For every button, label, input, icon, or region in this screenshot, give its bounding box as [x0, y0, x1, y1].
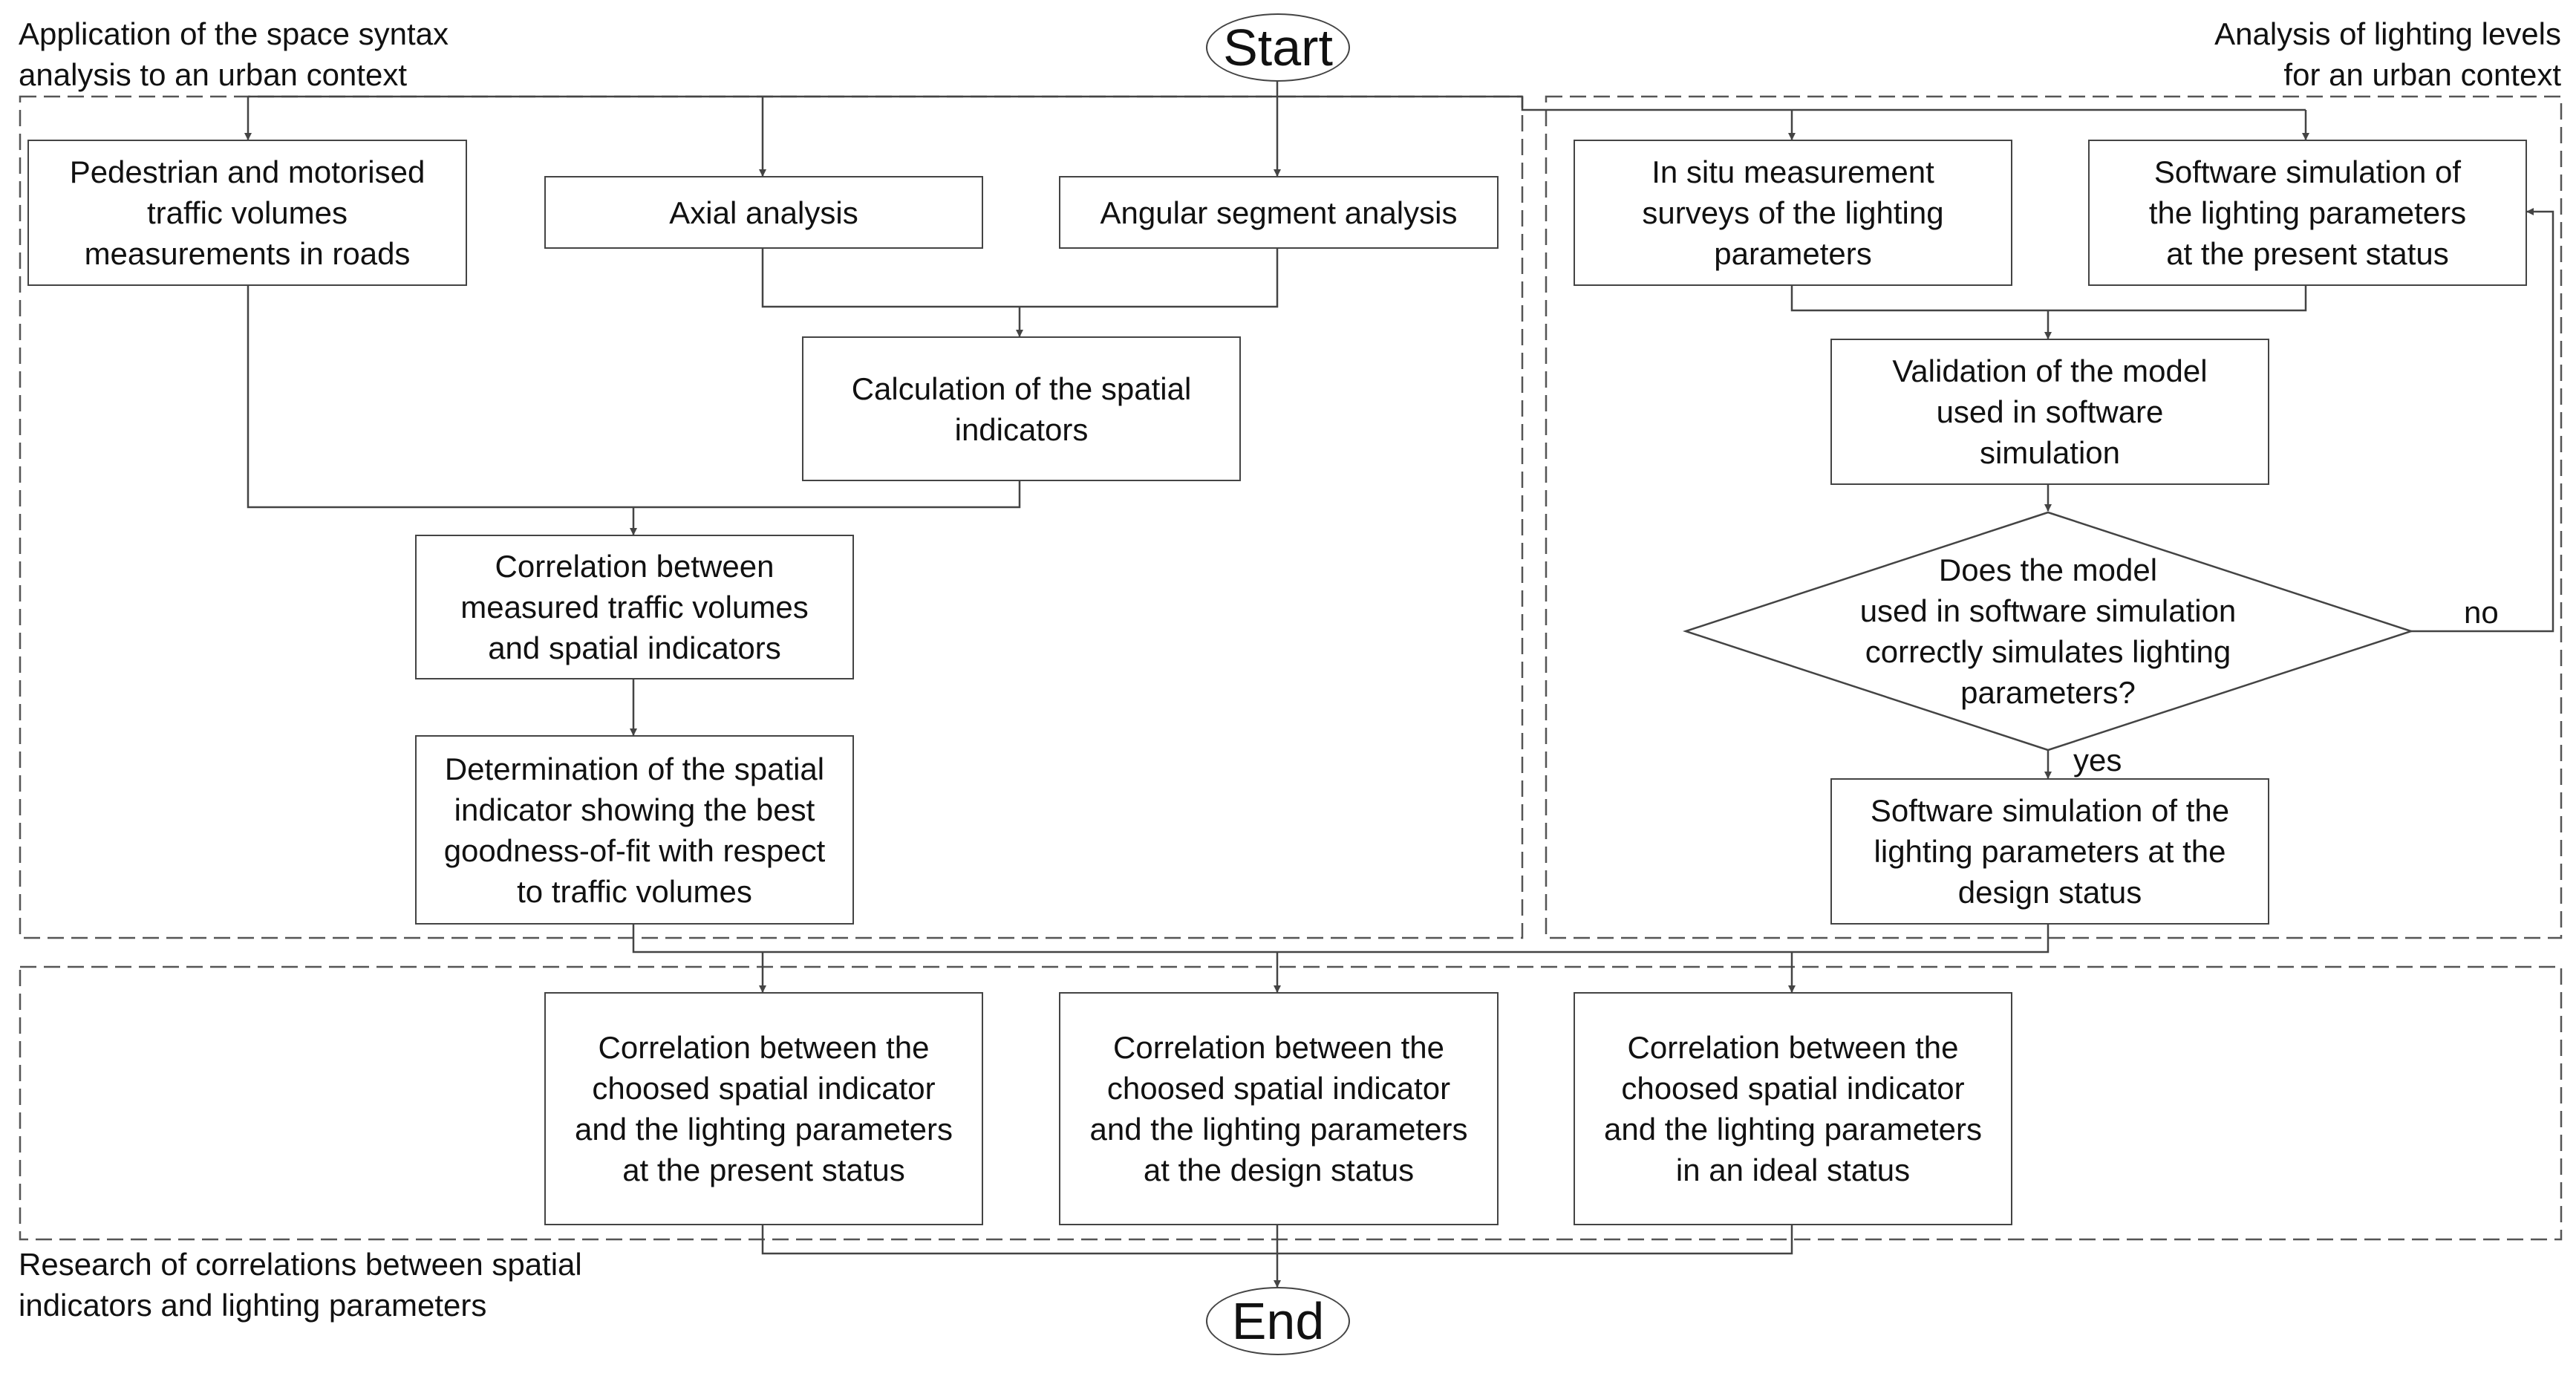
lighting-merge [1790, 286, 2307, 312]
connectors [244, 80, 2554, 1288]
best-indicator-box: Determination of the spatial indicator s… [415, 735, 854, 925]
corr-design-box: Correlation between the choosed spatial … [1059, 992, 1499, 1225]
no-label: no [2464, 595, 2499, 630]
corr-present-box: Correlation between the choosed spatial … [544, 992, 983, 1225]
best-to-corr-merge [632, 925, 2050, 953]
decision-no-loop [2411, 208, 2554, 633]
correlations-group-label: Research of correlations between spatial… [19, 1247, 582, 1323]
space-syntax-group-label: Application of the space syntax analysis… [19, 16, 449, 92]
axial-angular-merge [761, 249, 1279, 308]
axial-analysis-box: Axial analysis [544, 176, 983, 249]
corr-traffic-box: Correlation between measured traffic vol… [415, 535, 854, 679]
traffic-measurements-box: Pedestrian and motorised traffic volumes… [27, 140, 467, 286]
start-terminal: Start [1206, 13, 1350, 82]
decision-diamond [1682, 511, 2415, 752]
spatial-indicators-box: Calculation of the spatial indicators [802, 336, 1241, 481]
validation-box: Validation of the model used in software… [1830, 339, 2269, 485]
sim-present-box: Software simulation of the lighting para… [2088, 140, 2527, 286]
sim-design-box: Software simulation of the lighting para… [1830, 778, 2269, 925]
corr-ideal-box: Correlation between the choosed spatial … [1574, 992, 2012, 1225]
lighting-frame [1545, 95, 2563, 939]
decision-text: Does the model used in software simulati… [1859, 552, 2237, 710]
start-to-lighting [1521, 97, 2306, 111]
yes-label: yes [2073, 743, 2122, 777]
lighting-group-label: Analysis of lighting levels for an urban… [2214, 16, 2561, 92]
correlations-frame [19, 965, 2563, 1241]
in-situ-box: In situ measurement surveys of the light… [1574, 140, 2012, 286]
end-terminal: End [1206, 1287, 1350, 1355]
angular-segment-analysis-box: Angular segment analysis [1059, 176, 1499, 249]
